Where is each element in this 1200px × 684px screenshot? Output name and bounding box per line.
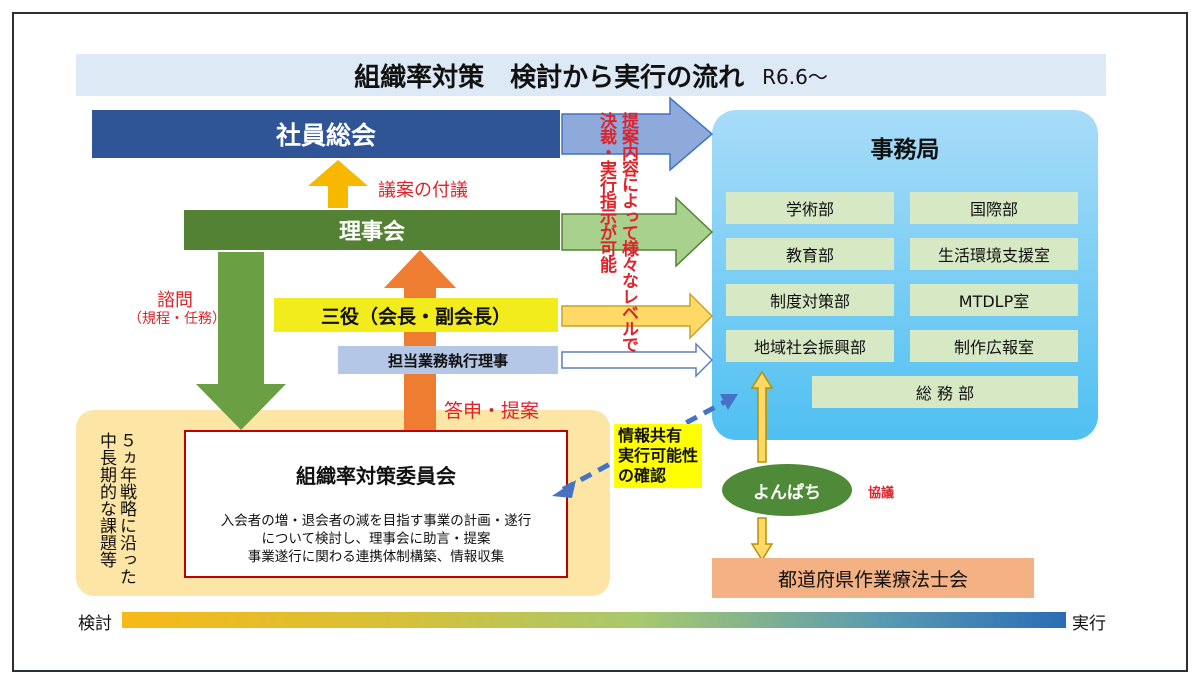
scale-label-right: 実行 [1072, 614, 1106, 634]
board-box: 理事会 [184, 210, 560, 250]
committee-line-1: 入会者の増・退会者の減を目指す事業の計画・遂行 [220, 513, 532, 529]
dept-pr: 制作広報室 [910, 330, 1078, 362]
progress-gradient-bar [122, 612, 1066, 628]
dept-academic: 学術部 [726, 192, 894, 224]
committee-line-3: 事業遂行に関わる連携体制構築、情報収集 [247, 549, 505, 565]
dept-mtdlp: MTDLP室 [910, 284, 1078, 316]
yonpachi-arrow-down [750, 517, 774, 562]
committee-title: 組織率対策委員会 [296, 464, 456, 488]
three-officers-box: 三役（会長・副会長） [274, 298, 558, 332]
info-share-arrowhead-2 [552, 480, 576, 498]
arrow-to-office-4 [561, 342, 714, 378]
info-share-line-1: 情報共有 [618, 426, 683, 445]
midterm-note: ５ヵ年戦略に沿った中長期的な課題等 [96, 432, 136, 585]
executive-directors-box: 担当業務執行理事 [338, 346, 558, 374]
committee-line-2: について検討し、理事会に助言・提案 [261, 531, 491, 547]
scale-label-left: 検討 [78, 614, 112, 634]
agenda-label: 議案の付議 [378, 180, 468, 201]
arrow-agenda-up [308, 160, 368, 208]
dept-policy: 制度対策部 [726, 284, 894, 316]
info-share-note: 情報共有 実行可能性 の確認 [614, 424, 703, 488]
inquiry-sub-label: （規程・任務） [128, 311, 226, 327]
report-label: 答申・提案 [444, 400, 540, 422]
general-meeting-box: 社員総会 [92, 110, 560, 158]
prefectural-association-box: 都道府県作業療法士会 [712, 558, 1034, 598]
arrow-report-up [384, 250, 456, 430]
title-date: R6.6～ [762, 64, 828, 89]
consult-label: 協議 [868, 486, 895, 501]
decision-note-col1: 提案内容によって様々なレベルで [618, 112, 638, 352]
committee-box [184, 430, 568, 578]
title-bar: 組織率対策 検討から実行の流れ R6.6～ [76, 54, 1106, 96]
page-title: 組織率対策 検討から実行の流れ [354, 62, 745, 93]
dept-living-support: 生活環境支援室 [910, 238, 1078, 270]
dept-education: 教育部 [726, 238, 894, 270]
info-share-arrowhead-1 [720, 394, 738, 410]
slide-frame [12, 12, 1188, 672]
inquiry-label: 諮問 [157, 290, 193, 311]
yonpachi-arrow-up [750, 370, 774, 463]
info-share-line-2: 実行可能性 [618, 446, 699, 465]
dept-international: 国際部 [910, 192, 1078, 224]
dept-community: 地域社会振興部 [726, 330, 894, 362]
office-title: 事務局 [870, 137, 940, 163]
info-share-line-3: の確認 [618, 466, 667, 485]
arrow-to-office-3 [561, 292, 714, 340]
info-share-dashed-line [560, 395, 734, 493]
yonpachi-ellipse: よんぱち [720, 462, 854, 518]
arrow-to-office-2 [561, 196, 714, 268]
decision-note-col2: 決裁・実行指示が可能 [596, 112, 616, 272]
dept-general-affairs: 総 務 部 [812, 376, 1078, 408]
arrow-to-office-1 [561, 96, 714, 172]
arrow-inquiry-down [196, 252, 286, 430]
